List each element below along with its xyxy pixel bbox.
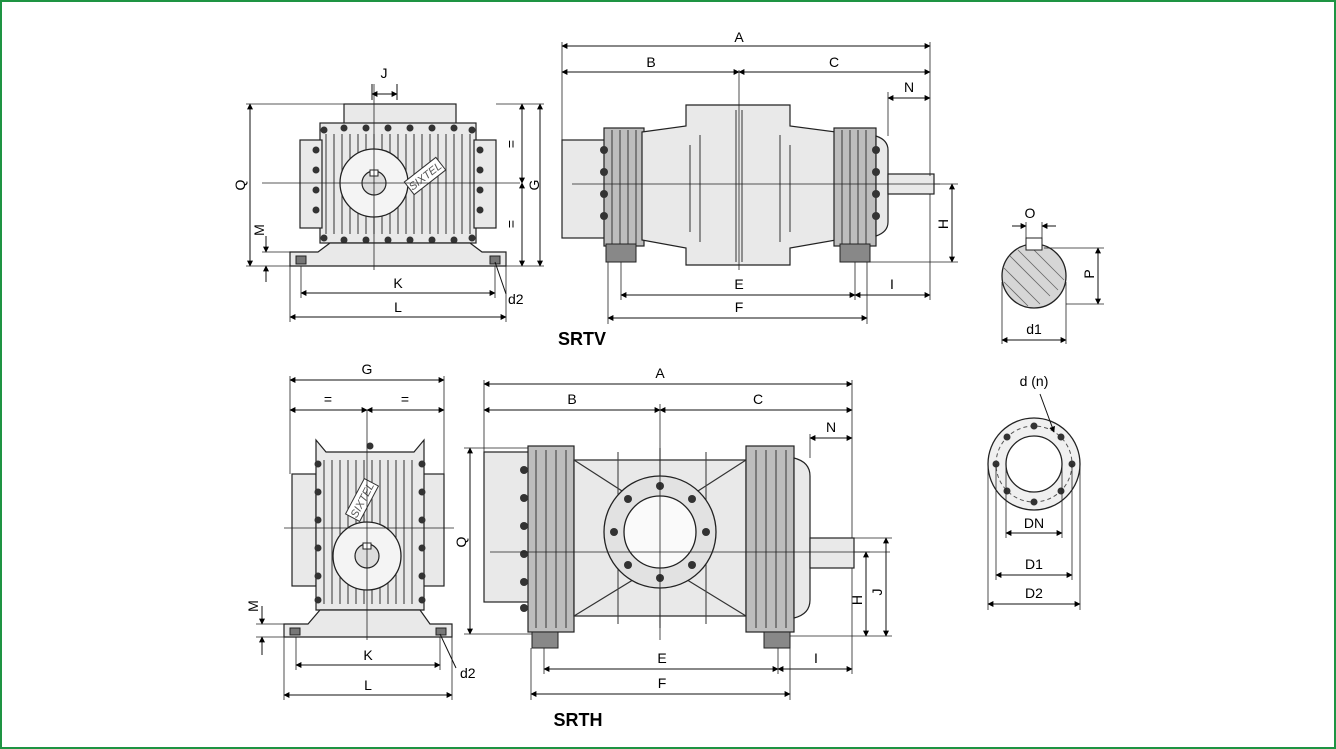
srtv-side-view: SIXTEL xyxy=(262,84,520,270)
srth-front-fins-right xyxy=(755,450,787,628)
dim-label-j-bottom: J xyxy=(869,589,885,596)
model-title-srth: SRTH xyxy=(554,710,603,730)
dim-label-b-top: B xyxy=(646,54,655,70)
dim-label-g: G xyxy=(526,180,542,191)
srth-side-bolts xyxy=(314,442,426,604)
dim-label-m-bottom: M xyxy=(245,600,261,612)
srth-front-dimensions: A B C N Q J H E I F xyxy=(453,365,892,700)
dim-label-h-bottom: H xyxy=(849,595,865,605)
srtv-side-dimensions: J Q M G = = K L d2 xyxy=(232,65,544,322)
dim-label-f-bottom: F xyxy=(658,675,667,691)
dim-label-eq-2: = xyxy=(503,220,519,228)
dim-label-n-bottom: N xyxy=(826,419,836,435)
dim-label-b-bottom: B xyxy=(567,391,576,407)
dim-label-j: J xyxy=(381,65,388,81)
dim-label-c-bottom: C xyxy=(753,391,763,407)
srtv-front-view xyxy=(561,70,940,270)
dim-label-o: O xyxy=(1025,205,1036,221)
dim-label-eq-3: = xyxy=(324,391,332,407)
dim-label-d2-flange: D2 xyxy=(1025,585,1043,601)
dim-label-dn: DN xyxy=(1024,515,1044,531)
shaft-section-detail: O P d1 xyxy=(1001,205,1104,344)
srtv-front-bolts xyxy=(600,146,880,220)
dim-label-h-top: H xyxy=(935,219,951,229)
dim-label-q: Q xyxy=(232,179,248,190)
srtv-front-dimensions: A B C N H E I F xyxy=(561,29,958,324)
dim-label-k-bottom: K xyxy=(363,647,373,663)
dim-label-d1-flange: D1 xyxy=(1025,556,1043,572)
dim-label-e-top: E xyxy=(734,276,743,292)
dim-label-eq-1: = xyxy=(503,140,519,148)
dim-label-a-bottom: A xyxy=(655,365,665,381)
dim-label-e-bottom: E xyxy=(657,650,666,666)
dim-label-i-top: I xyxy=(890,276,894,292)
srtv-side-bolts xyxy=(312,124,484,244)
dim-label-m: M xyxy=(251,224,267,236)
dim-label-l-bottom: L xyxy=(364,677,372,693)
srth-front-view xyxy=(483,404,890,649)
dim-label-f-top: F xyxy=(735,299,744,315)
srth-side-view: SIXTEL xyxy=(283,410,454,640)
dim-label-k: K xyxy=(393,275,403,291)
dim-label-g-bottom: G xyxy=(362,361,373,377)
dim-label-d2-top: d2 xyxy=(508,291,524,307)
dim-label-c-top: C xyxy=(829,54,839,70)
dim-label-d2-bottom: d2 xyxy=(460,665,476,681)
dim-label-l: L xyxy=(394,299,402,315)
flange-bolt-holes xyxy=(992,422,1076,506)
dim-label-a-top: A xyxy=(734,29,744,45)
srth-side-dimensions: G = = M K L d2 xyxy=(245,361,476,700)
dim-label-p: P xyxy=(1081,269,1097,278)
model-title-srtv: SRTV xyxy=(558,329,606,349)
dim-label-q-bottom: Q xyxy=(453,536,469,547)
dim-label-i-bottom: I xyxy=(814,650,818,666)
dim-label-dn-holes: d (n) xyxy=(1020,373,1049,389)
srtv-front-ribs xyxy=(611,110,867,262)
dim-label-eq-4: = xyxy=(401,391,409,407)
dim-label-n-top: N xyxy=(904,79,914,95)
flange-detail: d (n) DN D1 D2 xyxy=(987,373,1081,610)
dim-label-d1: d1 xyxy=(1026,321,1042,337)
